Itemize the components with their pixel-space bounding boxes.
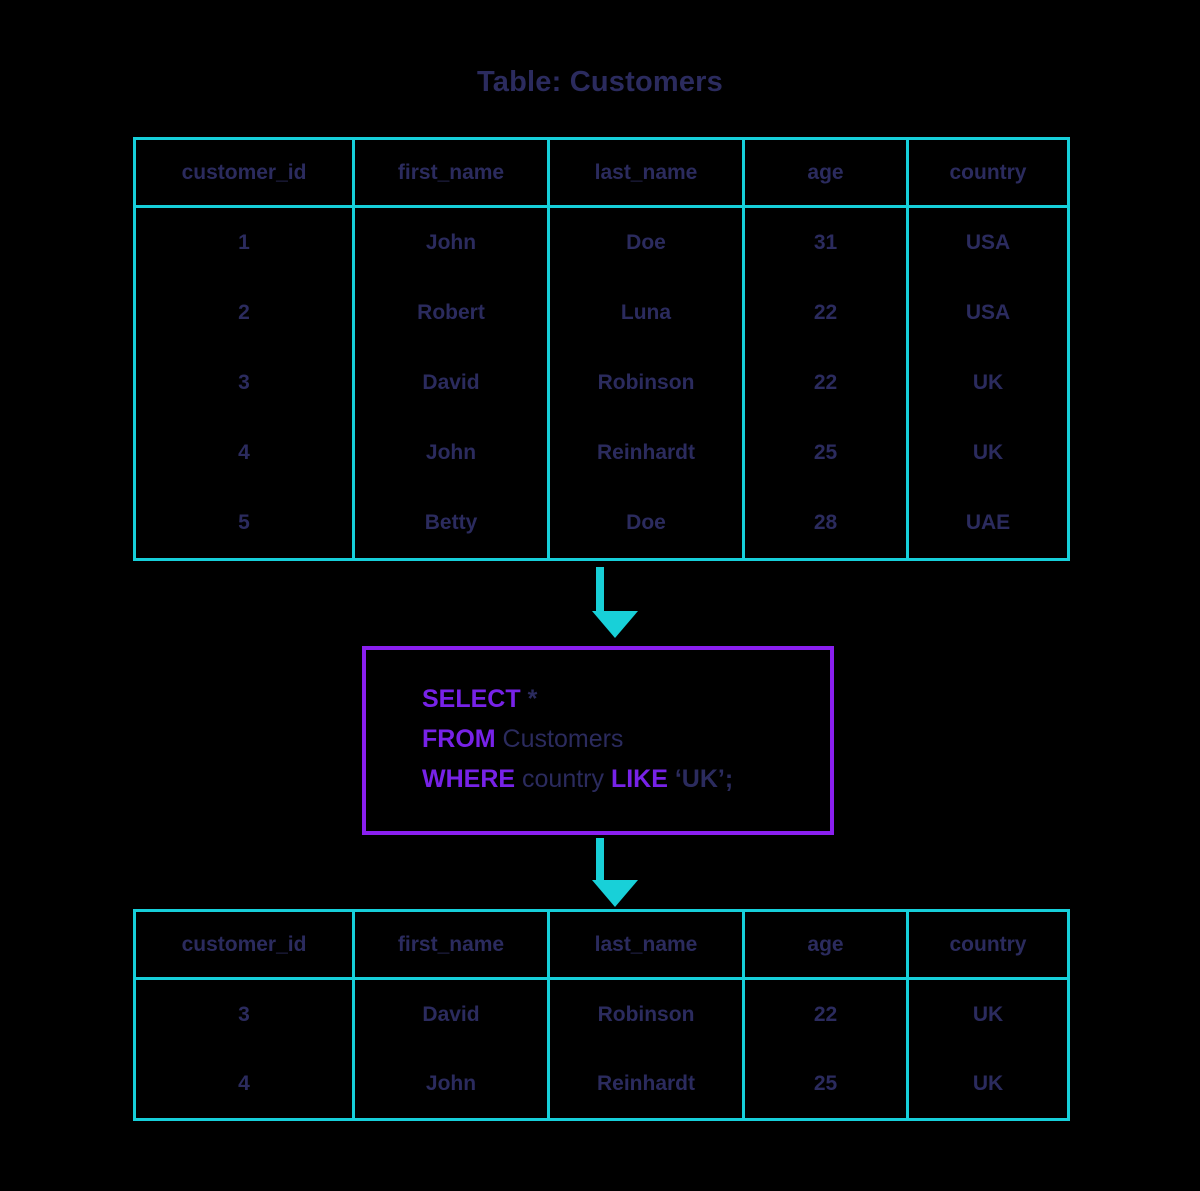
cell-age: 25	[742, 1049, 909, 1120]
column-header-first-name: first_name	[352, 910, 550, 980]
arrow-head	[592, 611, 638, 638]
table-row: 4 John Reinhardt 25 UK	[134, 418, 1069, 488]
sql-query-box: SELECT * FROM Customers WHERE country LI…	[362, 646, 834, 835]
page-title: Table: Customers	[477, 66, 723, 98]
column-header-last-name: last_name	[547, 138, 745, 208]
table-row: 3 David Robinson 22 UK	[134, 978, 1069, 1049]
table-row: 1 John Doe 31 USA	[134, 206, 1069, 278]
cell-customer-id: 4	[134, 418, 355, 488]
sql-query-text: SELECT * FROM Customers WHERE country LI…	[422, 679, 733, 799]
cell-last-name: Doe	[547, 488, 745, 560]
cell-age: 22	[742, 278, 909, 348]
cell-age: 31	[742, 206, 909, 278]
sql-keyword-where: WHERE	[422, 765, 516, 793]
cell-customer-id: 2	[134, 278, 355, 348]
sql-line-select: SELECT *	[422, 679, 733, 719]
table-header-row: customer_id first_name last_name age cou…	[134, 910, 1069, 980]
cell-last-name: Robinson	[547, 348, 745, 418]
sql-keyword-like: LIKE	[610, 765, 668, 793]
table-header-row: customer_id first_name last_name age cou…	[134, 138, 1069, 208]
arrow-shaft	[596, 567, 604, 611]
cell-last-name: Reinhardt	[547, 418, 745, 488]
table-row: 5 Betty Doe 28 UAE	[134, 488, 1069, 560]
column-header-age: age	[742, 138, 909, 208]
cell-customer-id: 3	[134, 978, 355, 1049]
table-row: 4 John Reinhardt 25 UK	[134, 1049, 1069, 1120]
sql-star: *	[520, 685, 538, 713]
sql-line-where: WHERE country LIKE ‘UK’;	[422, 759, 733, 799]
cell-first-name: John	[352, 206, 550, 278]
arrow-to-query-icon	[592, 567, 638, 638]
column-header-first-name: first_name	[352, 138, 550, 208]
cell-first-name: John	[352, 418, 550, 488]
cell-country: UAE	[906, 488, 1069, 560]
table-row: 3 David Robinson 22 UK	[134, 348, 1069, 418]
source-customers-table: customer_id first_name last_name age cou…	[133, 137, 1070, 561]
cell-country: USA	[906, 206, 1069, 278]
column-header-customer-id: customer_id	[134, 910, 355, 980]
sql-keyword-select: SELECT	[422, 685, 521, 713]
column-header-country: country	[906, 138, 1069, 208]
cell-country: UK	[906, 348, 1069, 418]
cell-first-name: David	[352, 348, 550, 418]
cell-country: USA	[906, 278, 1069, 348]
cell-customer-id: 5	[134, 488, 355, 560]
cell-age: 28	[742, 488, 909, 560]
sql-value-uk: ‘UK’;	[667, 765, 734, 793]
sql-line-from: FROM Customers	[422, 719, 733, 759]
cell-first-name: Robert	[352, 278, 550, 348]
cell-first-name: David	[352, 978, 550, 1049]
cell-customer-id: 4	[134, 1049, 355, 1120]
sql-keyword-from: FROM	[422, 725, 496, 753]
sql-column-country: country	[515, 765, 611, 793]
column-header-last-name: last_name	[547, 910, 745, 980]
cell-last-name: Luna	[547, 278, 745, 348]
table-row: 2 Robert Luna 22 USA	[134, 278, 1069, 348]
result-table: customer_id first_name last_name age cou…	[133, 909, 1070, 1121]
arrow-to-result-icon	[592, 838, 638, 907]
column-header-country: country	[906, 910, 1069, 980]
cell-first-name: John	[352, 1049, 550, 1120]
cell-age: 22	[742, 978, 909, 1049]
column-header-age: age	[742, 910, 909, 980]
cell-country: UK	[906, 418, 1069, 488]
cell-last-name: Doe	[547, 206, 745, 278]
cell-customer-id: 3	[134, 348, 355, 418]
cell-first-name: Betty	[352, 488, 550, 560]
cell-customer-id: 1	[134, 206, 355, 278]
cell-last-name: Robinson	[547, 978, 745, 1049]
arrow-shaft	[596, 838, 604, 880]
cell-country: UK	[906, 978, 1069, 1049]
cell-age: 25	[742, 418, 909, 488]
sql-table-name: Customers	[495, 725, 624, 753]
cell-last-name: Reinhardt	[547, 1049, 745, 1120]
cell-country: UK	[906, 1049, 1069, 1120]
arrow-head	[592, 880, 638, 907]
column-header-customer-id: customer_id	[134, 138, 355, 208]
cell-age: 22	[742, 348, 909, 418]
